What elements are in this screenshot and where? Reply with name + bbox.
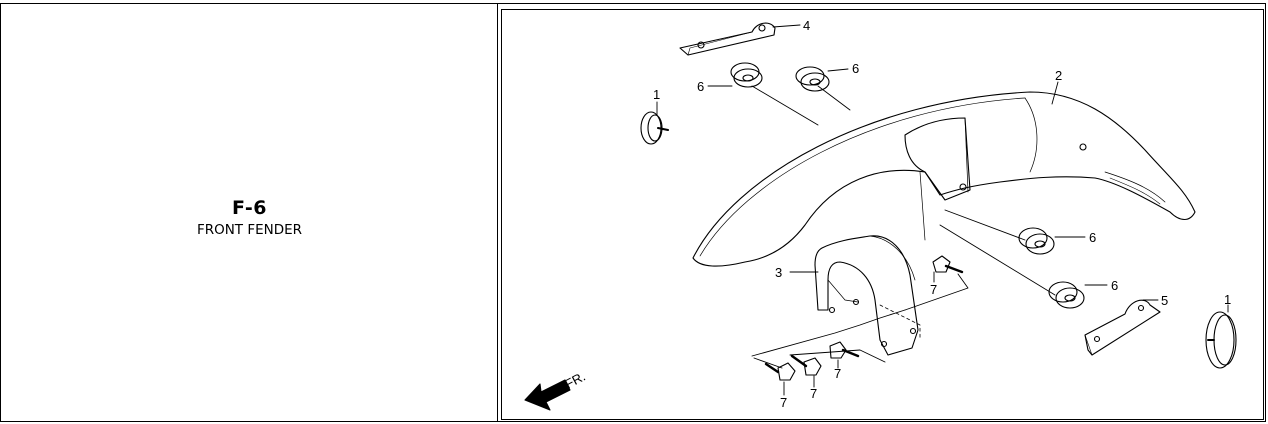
callout-7-b: 7 xyxy=(780,395,787,410)
callout-6-a: 6 xyxy=(697,79,704,94)
callout-numbers: 1 1 2 3 4 5 6 6 6 6 7 7 7 7 xyxy=(653,18,1231,410)
callout-1-right: 1 xyxy=(1224,292,1231,307)
callout-6-c: 6 xyxy=(1089,230,1096,245)
reflector-right xyxy=(1205,311,1237,369)
reflector-left xyxy=(640,111,669,145)
callout-1-left: 1 xyxy=(653,87,660,102)
callout-4: 4 xyxy=(803,18,810,33)
front-direction-arrow: FR. xyxy=(524,369,588,411)
callout-6-b: 6 xyxy=(852,61,859,76)
callout-6-d: 6 xyxy=(1111,278,1118,293)
callout-2: 2 xyxy=(1055,68,1062,83)
section-code: F-6 xyxy=(231,197,267,219)
front-fender xyxy=(692,91,1196,267)
callout-3: 3 xyxy=(775,265,782,280)
bolts xyxy=(764,255,964,381)
section-title: FRONT FENDER xyxy=(196,222,303,238)
diagram-panel xyxy=(501,9,1264,420)
fender-stay-lower xyxy=(1084,299,1161,356)
page-frame: F-6 FRONT FENDER xyxy=(0,3,1266,422)
callout-5: 5 xyxy=(1161,293,1168,308)
section-panel: F-6 FRONT FENDER xyxy=(1,4,498,421)
grommets xyxy=(730,62,1085,309)
callout-7-d: 7 xyxy=(834,366,841,381)
leader-lines xyxy=(656,24,1229,396)
fender-stay-upper xyxy=(679,22,776,56)
fender-bracket xyxy=(814,235,919,356)
callout-7-a: 7 xyxy=(930,282,937,297)
callout-7-c: 7 xyxy=(810,386,817,401)
